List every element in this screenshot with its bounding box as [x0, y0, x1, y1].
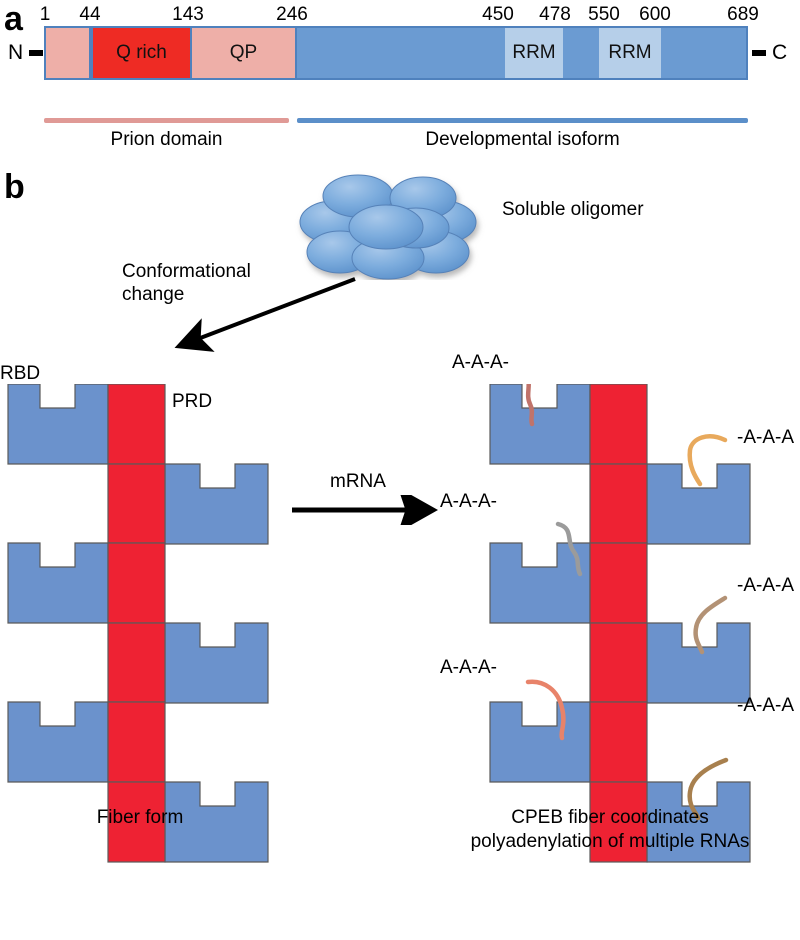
left-fiber-prd-label: PRD — [172, 391, 213, 412]
soluble-oligomer-label: Soluble oligomer — [502, 199, 644, 220]
legend-label-prion-domain: Prion domain — [110, 129, 223, 150]
tick-label-143: 143 — [172, 4, 204, 25]
prd-column — [107, 622, 166, 703]
fiber-unit-left — [7, 701, 109, 783]
domain-segment-blue-2 — [563, 28, 599, 78]
legend-label-developmental-isoform: Developmental isoform — [425, 129, 620, 150]
rna-label-3: A-A-A- — [440, 491, 497, 512]
prd-column — [107, 542, 166, 624]
rna-strand — [555, 521, 583, 577]
domain-segment-qp: QP — [192, 28, 297, 78]
domain-segment-q-rich: Q rich — [91, 28, 192, 78]
domain-bar: Q rich QP RRM RRM — [44, 26, 748, 80]
domain-segment-label: Q rich — [116, 42, 167, 63]
n-terminus-dash — [29, 50, 43, 56]
domain-segment-rrm-1: RRM — [505, 28, 563, 78]
tick-label-246: 246 — [276, 4, 308, 25]
rna-label-1: A-A-A- — [452, 352, 509, 373]
rna-strand — [687, 757, 729, 821]
rna-strand — [525, 679, 566, 741]
soluble-oligomer-illustration — [299, 174, 477, 280]
right-fiber-illustration — [489, 384, 751, 863]
domain-segment-label: QP — [229, 42, 258, 63]
right-fiber-caption-line2: polyadenylation of multiple RNAs — [470, 831, 750, 852]
tick-label-689: 689 — [727, 4, 759, 25]
prd-column — [589, 463, 648, 544]
domain-segment-rrm-2: RRM — [599, 28, 661, 78]
rna-label-5: A-A-A- — [440, 657, 497, 678]
c-terminus-dash — [752, 50, 766, 56]
left-fiber-caption: Fiber form — [96, 807, 184, 828]
prd-column — [107, 463, 166, 544]
panel-a-domain-diagram: a 1 44 143 246 450 478 550 600 689 N Q r… — [0, 0, 800, 150]
tick-label-600: 600 — [639, 4, 671, 25]
tick-label-44: 44 — [79, 4, 101, 25]
prd-column — [589, 701, 648, 783]
rna-label-2: -A-A-A — [737, 427, 794, 448]
prd-column — [589, 622, 648, 703]
mrna-arrow-label: mRNA — [330, 471, 386, 492]
right-fiber-caption-line1: CPEB fiber coordinates — [511, 807, 709, 828]
fiber-unit-left — [7, 384, 109, 465]
tick-label-478: 478 — [539, 4, 571, 25]
rna-label-4: -A-A-A — [737, 575, 794, 596]
mrna-arrow — [292, 495, 438, 525]
domain-segment-label: RRM — [608, 42, 652, 63]
domain-segment-blue-3 — [661, 28, 746, 78]
prd-column — [589, 542, 648, 624]
n-terminus-label: N — [8, 41, 24, 64]
domain-segment-label: RRM — [512, 42, 556, 63]
conformational-change-label: Conformational change — [122, 261, 251, 305]
prd-column — [589, 384, 648, 465]
rna-label-6: -A-A-A — [737, 695, 794, 716]
rna-strand — [525, 384, 535, 427]
domain-segment-n-pink-1 — [46, 28, 91, 78]
fiber-unit-left — [489, 701, 591, 783]
fiber-unit-right — [164, 622, 269, 704]
fiber-unit-right — [646, 622, 751, 704]
tick-label-450: 450 — [482, 4, 514, 25]
prd-column — [107, 384, 166, 465]
tick-label-550: 550 — [588, 4, 620, 25]
fiber-unit-left — [489, 384, 591, 465]
rna-strand — [687, 434, 728, 487]
fiber-unit-left — [7, 542, 109, 624]
domain-segment-blue-1 — [297, 28, 505, 78]
tick-label-1: 1 — [39, 4, 51, 25]
c-terminus-label: C — [772, 41, 788, 64]
panel-b-fiber-diagram: b Soluble oligomer Conformational — [0, 150, 800, 863]
panel-b-label: b — [4, 168, 25, 206]
conformational-change-arrow — [174, 277, 356, 352]
fiber-unit-right — [646, 463, 751, 545]
left-fiber-rbd-label: RBD — [0, 363, 41, 384]
fiber-unit-left — [489, 542, 591, 624]
rna-strand — [693, 595, 728, 655]
legend-bar-prion-domain — [44, 118, 289, 123]
left-fiber-illustration — [7, 384, 269, 863]
legend-bar-developmental-isoform — [297, 118, 748, 123]
prd-column — [107, 701, 166, 783]
panel-a-label: a — [4, 0, 23, 38]
fiber-unit-right — [164, 463, 269, 545]
